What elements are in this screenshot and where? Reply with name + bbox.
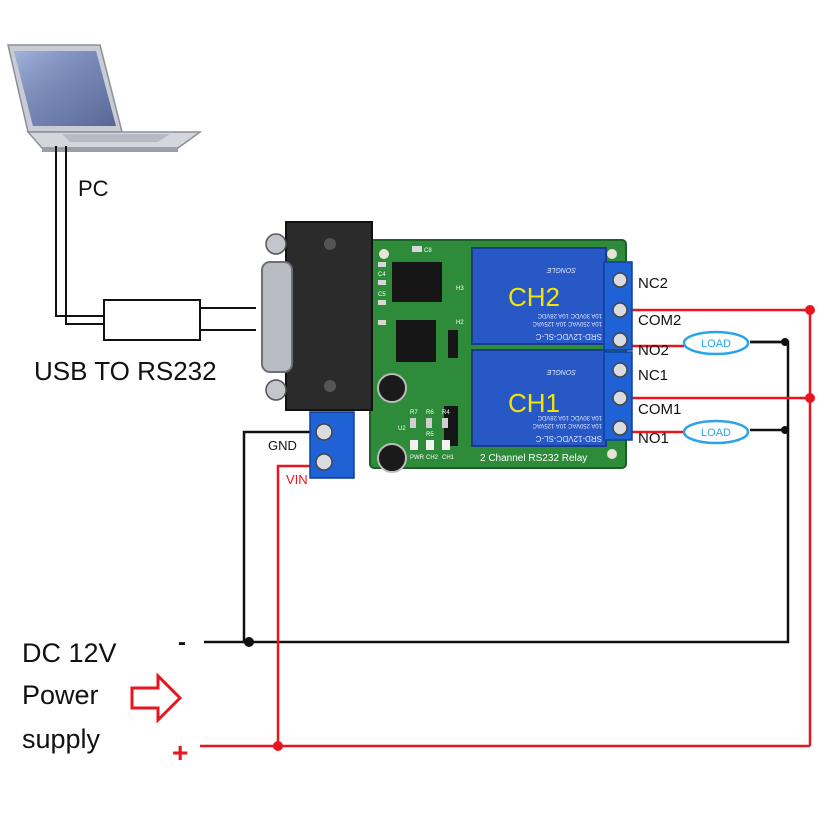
usb-cable-2: [65, 146, 106, 325]
resistor: [426, 418, 432, 428]
led-ch1-label: CH1: [442, 455, 455, 461]
ref-c4: C4: [378, 272, 386, 278]
db9-screw-icon: [265, 379, 287, 401]
ic-chip: [396, 320, 436, 362]
ch2-label: CH2: [508, 282, 560, 312]
smd-part: [378, 320, 386, 325]
mount-hole: [607, 449, 617, 459]
vin-junction: [273, 741, 283, 751]
screw-no2-icon: [612, 332, 628, 348]
gnd-label: GND: [268, 438, 297, 453]
load-ch2: [682, 330, 750, 356]
screw-com1-icon: [612, 390, 628, 406]
screw-nc1-icon: [612, 362, 628, 378]
com2-label: COM2: [638, 312, 681, 329]
relay-board: PWR CH2 CH1 R7 R6 R4 R5 U2 C4 C5 C8 H3 H…: [261, 221, 633, 479]
nc2-label: NC2: [638, 275, 668, 292]
capacitor: [377, 373, 407, 403]
screw-nc2-icon: [612, 272, 628, 288]
relay-rating-2-top: 10A 30VDC 10A 28VDC: [537, 312, 602, 318]
gnd-junction: [244, 637, 254, 647]
com-junction-mid: [805, 393, 815, 403]
laptop-icon: [7, 44, 203, 152]
usb-adapter-label: USB TO RS232: [34, 356, 217, 386]
transistor: [448, 330, 458, 358]
ref-r7: R7: [410, 410, 418, 416]
terminal-screws: [612, 272, 628, 436]
ref-h2: H2: [456, 320, 464, 326]
led-ch2-label: CH2: [426, 455, 439, 461]
led-ch1-icon: [442, 440, 450, 450]
mount-hole: [379, 249, 389, 259]
com1-label: COM1: [638, 401, 681, 418]
gnd-wire-load2: [750, 340, 790, 430]
relay-brand-bottom: SONGLE: [546, 368, 576, 375]
relay-rating-1-bottom: 10A 250VAC 10A 125VAC: [532, 422, 602, 428]
ref-c5: C5: [378, 292, 386, 298]
power-label-line1: DC 12V: [22, 638, 117, 668]
db9-screw-icon: [265, 233, 287, 255]
no2-label: NO2: [638, 342, 669, 359]
screw-com2-icon: [612, 302, 628, 318]
ref-r6: R6: [426, 410, 434, 416]
screw-vin-icon: [315, 453, 333, 471]
smd-part: [412, 246, 422, 252]
ref-r4: R4: [442, 410, 450, 416]
db9-nut: [324, 238, 336, 250]
load-ch1: [682, 419, 750, 445]
power-terminal-block: [309, 411, 355, 479]
led-pwr-label: PWR: [410, 455, 425, 461]
smd-part: [378, 262, 386, 267]
ref-c8: C8: [424, 248, 432, 254]
com-junction-top: [805, 305, 815, 315]
usb-rs232-adapter: [103, 299, 201, 341]
no1-label: NO1: [638, 430, 669, 447]
relay-rating-1-top: 10A 250VAC 10A 125VAC: [532, 320, 602, 326]
resistor: [442, 418, 448, 428]
relay-ch2: [471, 247, 607, 345]
arrow-right-icon: [130, 672, 183, 724]
load-ch1-label: LOAD: [701, 427, 731, 439]
usb-cable: [55, 146, 106, 317]
power-label-line2: Power: [22, 680, 99, 710]
mount-hole: [607, 249, 617, 259]
load-ch2-label: LOAD: [701, 338, 731, 350]
resistor: [410, 418, 416, 428]
ref-h3: H3: [456, 286, 464, 292]
vin-wire: [276, 464, 316, 746]
led-ch2-icon: [426, 440, 434, 450]
nc1-label: NC1: [638, 367, 668, 384]
db9-nut: [324, 380, 336, 392]
capacitor: [377, 443, 407, 473]
ic-chip: [392, 262, 442, 302]
screw-no1-icon: [612, 420, 628, 436]
power-label-line3: supply: [22, 724, 101, 754]
ref-u2: U2: [398, 426, 406, 432]
board-name: 2 Channel RS232 Relay: [480, 453, 587, 464]
smd-part: [378, 280, 386, 285]
ch1-label: CH1: [508, 388, 560, 418]
relay-brand-top: SONGLE: [546, 266, 576, 273]
db9-connector: [285, 221, 373, 411]
vin-label: VIN: [286, 472, 308, 487]
ref-r5: R5: [426, 432, 434, 438]
db9-shell: [261, 261, 293, 373]
plus-sign: +: [172, 737, 188, 768]
relay-model-bottom: SRD-12VDC-SL-C: [536, 434, 602, 443]
pc-label: PC: [78, 176, 109, 201]
smd-part: [378, 300, 386, 305]
relay-rating-2-bottom: 10A 30VDC 10A 28VDC: [537, 414, 602, 420]
led-pwr-icon: [410, 440, 418, 450]
relay-ch1: [471, 349, 607, 447]
gnd-junction-2: [781, 426, 789, 434]
relay-model-top: SRD-12VDC-SL-C: [536, 332, 602, 341]
minus-sign: -: [178, 629, 186, 656]
screw-gnd-icon: [315, 423, 333, 441]
regulator: [444, 406, 458, 446]
